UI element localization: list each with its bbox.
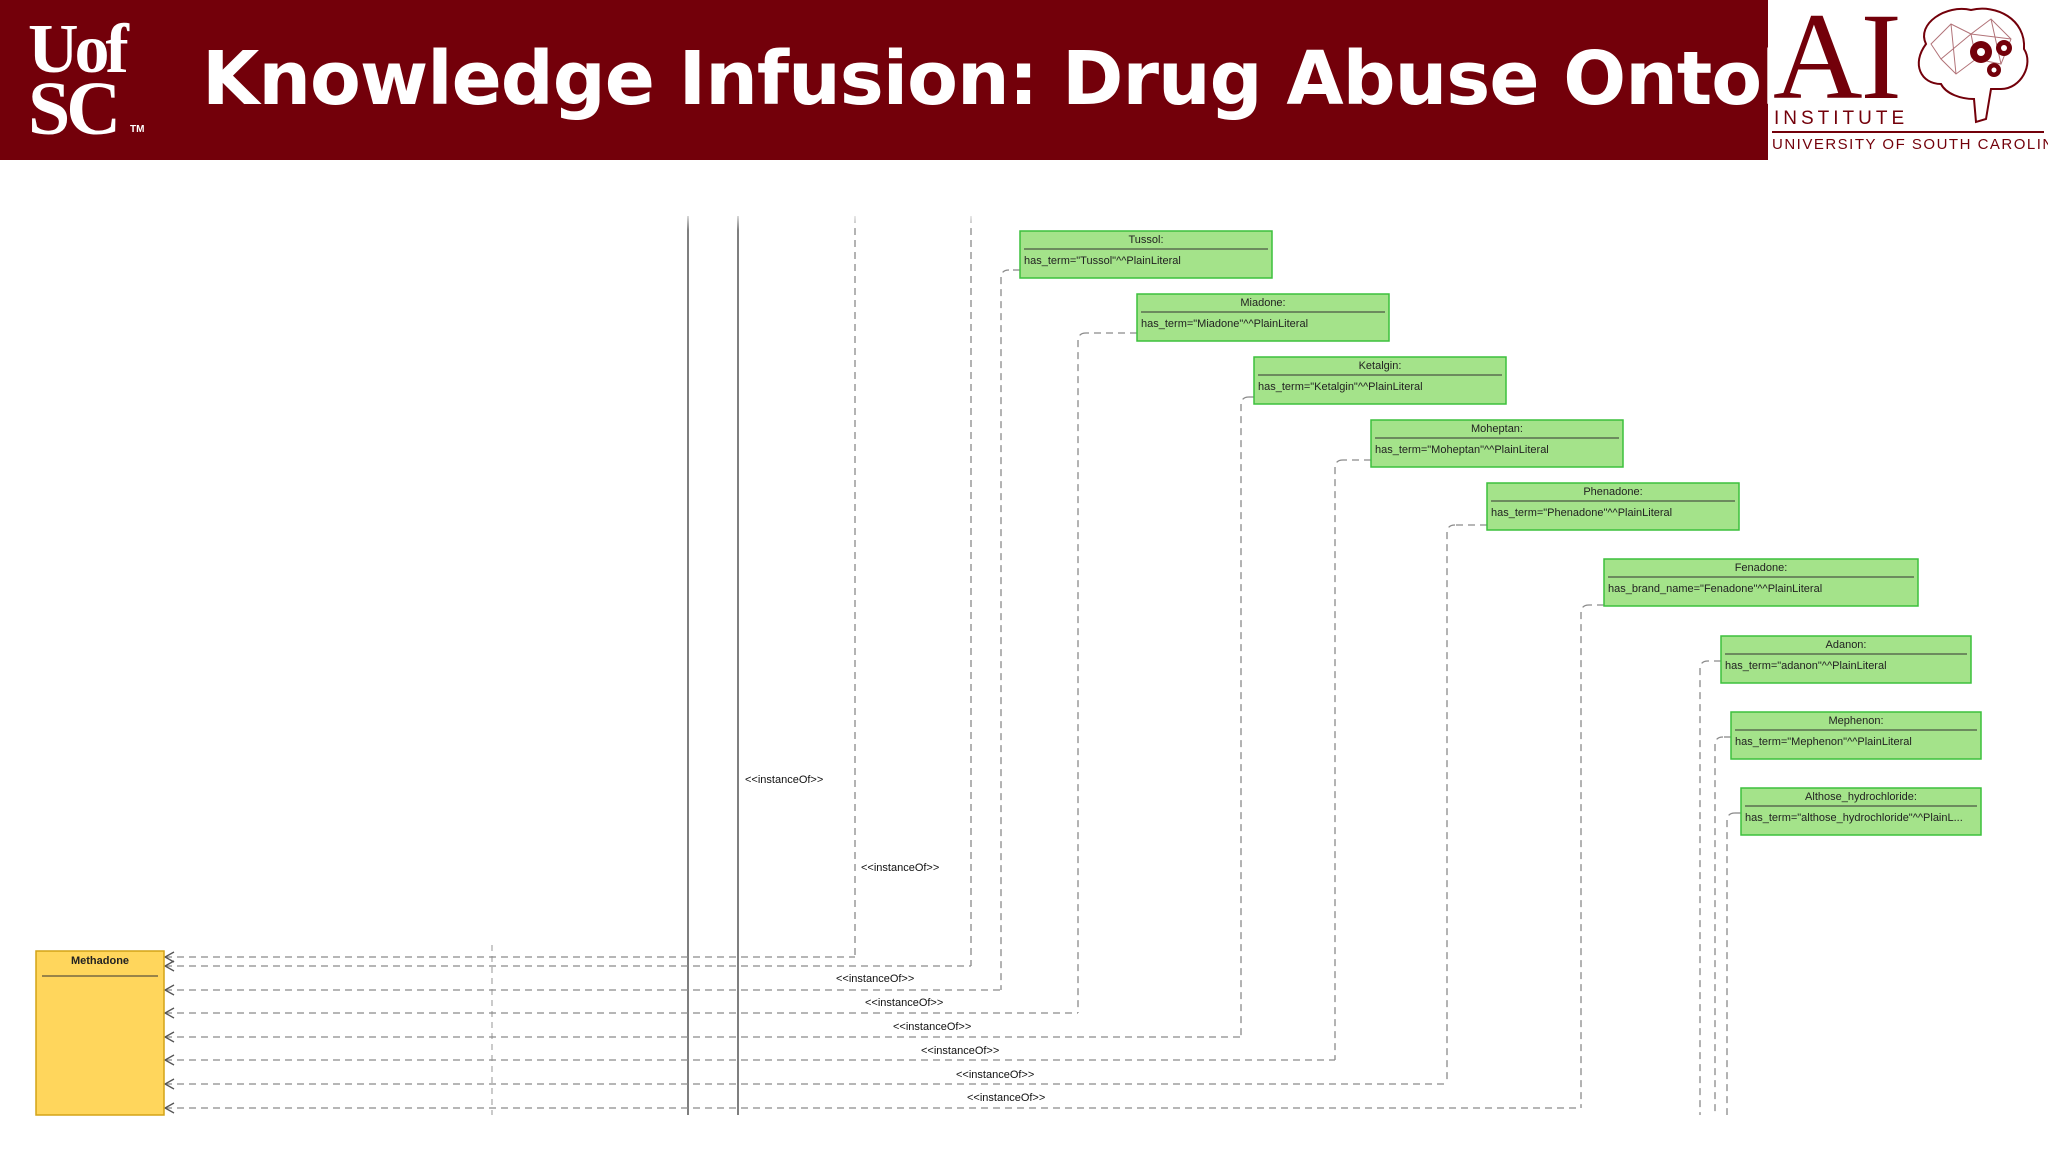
instance-name: Tussol: xyxy=(1128,234,1163,246)
instance-attribute: has_term="Moheptan"^^PlainLiteral xyxy=(1375,444,1549,456)
header-bar xyxy=(0,0,2048,160)
arrowhead xyxy=(163,1102,175,1114)
edge-label: <<instanceOf>> xyxy=(836,973,914,985)
edge-label: <<instanceOf>> xyxy=(956,1069,1034,1081)
instance-box: Phenadone: has_term="Phenadone"^^PlainLit… xyxy=(1486,482,1740,531)
top-fade xyxy=(660,210,2000,230)
instance-connector xyxy=(1240,396,1250,1037)
instance-attribute: has_term="Mephenon"^^PlainLiteral xyxy=(1735,736,1912,748)
ai-institute-logo: AI INSTITUTE UNIVERSITY OF SOUTH CAROLIN… xyxy=(1768,0,2048,160)
slide-title: Knowledge Infusion: Drug Abuse Ontology xyxy=(202,36,1936,122)
instance-name: Moheptan: xyxy=(1471,423,1523,435)
instance-box: Mephenon: has_term="Mephenon"^^PlainLiter… xyxy=(1730,711,1982,760)
class-node-group: Methadone xyxy=(35,950,165,1116)
instance-attribute: has_term="althose_hydrochloride"^^PlainL… xyxy=(1745,812,1963,824)
institute-label: INSTITUTE xyxy=(1774,108,1909,129)
instance-box-body xyxy=(1720,635,1972,684)
ai-mark: AI xyxy=(1773,0,1902,125)
instance-box: Althose_hydrochloride: has_term="althose_… xyxy=(1740,787,1982,836)
instance-connector xyxy=(1726,812,1736,1115)
instance-connector xyxy=(1334,459,1344,1060)
instance-name: Mephenon: xyxy=(1828,715,1883,727)
instance-name: Miadone: xyxy=(1240,297,1285,309)
university-label: UNIVERSITY OF SOUTH CAROLINA xyxy=(1772,136,2048,153)
arrowhead xyxy=(163,984,175,996)
instance-box-body xyxy=(1730,711,1982,760)
class-node-label: Methadone xyxy=(71,955,129,967)
instance-connector xyxy=(1077,332,1087,1013)
instance-box: Ketalgin: has_term="Ketalgin"^^PlainLiter… xyxy=(1253,356,1507,405)
instance-connector xyxy=(1446,524,1456,1084)
instance-box: Fenadone: has_brand_name="Fenadone"^^Plai… xyxy=(1603,558,1919,607)
instance-edges xyxy=(163,216,1741,1115)
instance-connector xyxy=(1714,736,1724,1115)
instance-box-body xyxy=(1740,787,1982,836)
arrowhead xyxy=(163,1007,175,1019)
instance-box-body xyxy=(1019,230,1273,279)
instance-connector xyxy=(1580,604,1590,1108)
edge-label: <<instanceOf>> xyxy=(921,1045,999,1057)
logo-divider xyxy=(1772,131,2044,133)
arrowhead xyxy=(163,960,175,972)
instance-boxes: Tussol: has_term="Tussol"^^PlainLiteralMi… xyxy=(1019,230,1982,836)
arrowhead xyxy=(163,1078,175,1090)
instance-name: Adanon: xyxy=(1826,639,1867,651)
instance-box-body xyxy=(1603,558,1919,607)
instance-attribute: has_brand_name="Fenadone"^^PlainLiteral xyxy=(1608,583,1822,595)
instance-box: Tussol: has_term="Tussol"^^PlainLiteral xyxy=(1019,230,1273,279)
instance-attribute: has_term="Tussol"^^PlainLiteral xyxy=(1024,255,1181,267)
instance-name: Fenadone: xyxy=(1735,562,1788,574)
instance-connector xyxy=(1699,660,1709,1115)
instance-name: Phenadone: xyxy=(1583,486,1642,498)
instance-attribute: has_term="Miadone"^^PlainLiteral xyxy=(1141,318,1308,330)
edge-label: <<instanceOf>> xyxy=(861,862,939,874)
edge-label: <<instanceOf>> xyxy=(967,1092,1045,1104)
edge-labels: <<instanceOf>> <<instanceOf>> <<instanceOf… xyxy=(660,210,2000,1104)
class-node-box xyxy=(35,950,165,1116)
instance-name: Althose_hydrochloride: xyxy=(1805,791,1917,803)
instance-attribute: has_term="Ketalgin"^^PlainLiteral xyxy=(1258,381,1423,393)
edge-label: <<instanceOf>> xyxy=(893,1021,971,1033)
instance-box-body xyxy=(1253,356,1507,405)
instance-box: Adanon: has_term="adanon"^^PlainLiteral xyxy=(1720,635,1972,684)
usc-logo-line1: Uof xyxy=(28,11,129,88)
brain-gears-icon xyxy=(1917,7,2029,124)
usc-logo-line2: SC xyxy=(28,67,121,151)
edge-label: <<instanceOf>> xyxy=(865,997,943,1009)
edge-label: <<instanceOf>> xyxy=(745,774,823,786)
instance-box-body xyxy=(1136,293,1390,342)
instance-attribute: has_term="adanon"^^PlainLiteral xyxy=(1725,660,1887,672)
instance-box: Moheptan: has_term="Moheptan"^^PlainLiter… xyxy=(1370,419,1624,468)
arrowhead xyxy=(163,951,175,963)
usc-logo-tm: TM xyxy=(130,124,145,135)
instance-box-body xyxy=(1486,482,1740,531)
instance-attribute: has_term="Phenadone"^^PlainLiteral xyxy=(1491,507,1672,519)
instance-connector xyxy=(1000,269,1010,990)
usc-logo: Uof SC TM xyxy=(0,0,157,160)
instance-box-body xyxy=(1370,419,1624,468)
instance-name: Ketalgin: xyxy=(1359,360,1402,372)
instance-box: Miadone: has_term="Miadone"^^PlainLiteral xyxy=(1136,293,1390,342)
arrowhead xyxy=(163,1031,175,1043)
arrowhead xyxy=(163,1054,175,1066)
